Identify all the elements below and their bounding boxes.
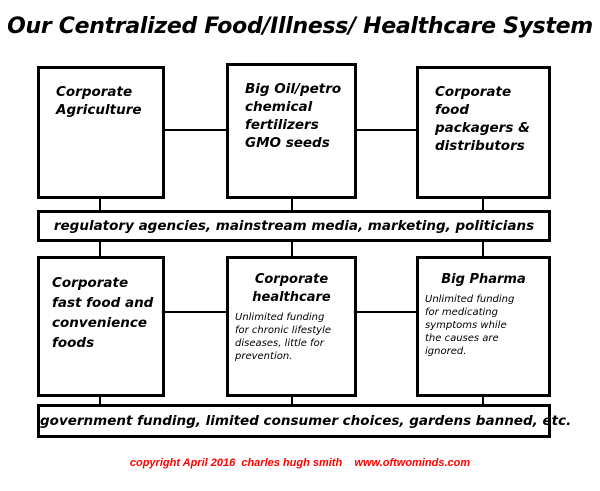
box-corporate-food-packagers: Corporate food packagers & distributors (416, 66, 551, 199)
box-corporate-agriculture: Corporate Agriculture (37, 66, 165, 199)
box-label: Big Oil/petro chemical fertilizers GMO s… (245, 81, 342, 151)
box-label: Big Pharma (441, 272, 526, 287)
box-big-pharma: Big Pharma Unlimited funding for medicat… (416, 256, 551, 397)
box-note: Unlimited funding for medicating symptom… (425, 294, 515, 357)
box-label: Corporate fast food and convenience food… (52, 275, 154, 351)
box-corporate-healthcare: Corporate healthcare Unlimited funding f… (226, 256, 357, 397)
box-label: Corporate Agriculture (56, 84, 142, 118)
box-corporate-fast-food: Corporate fast food and convenience food… (37, 256, 165, 397)
box-label: Corporate healthcare (252, 272, 331, 305)
band-government-funding: government funding, limited consumer cho… (37, 404, 571, 438)
copyright-credit: copyright April 2016 charles hugh smith … (129, 457, 471, 469)
band-regulatory-agencies: regulatory agencies, mainstream media, m… (37, 210, 551, 242)
box-big-oil: Big Oil/petro chemical fertilizers GMO s… (226, 63, 357, 199)
diagram-title: Our Centralized Food/Illness/ Healthcare… (7, 14, 593, 39)
box-label: Corporate food packagers & distributors (435, 84, 530, 154)
box-note: Unlimited funding for chronic lifestyle … (235, 312, 331, 362)
